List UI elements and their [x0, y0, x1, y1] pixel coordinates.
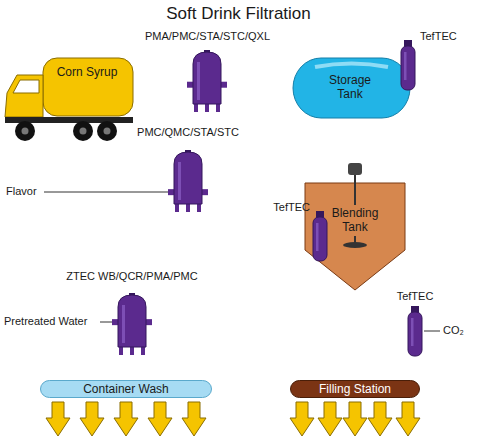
probe-filter: TefTEC: [398, 30, 470, 92]
output-arrow: [114, 402, 138, 436]
filter-housing: PMA/PMC/STA/STC/QXL: [135, 30, 280, 114]
output-arrow: [148, 402, 172, 436]
highlight: [316, 223, 319, 251]
housing-body: [118, 295, 146, 347]
cab-window: [13, 80, 39, 93]
output-arrow: [396, 402, 420, 436]
highlight: [197, 62, 200, 100]
wheel-hub: [22, 128, 29, 135]
node-shape: [312, 211, 328, 261]
node-label: Storage Tank: [320, 73, 380, 102]
truck-cab: [5, 75, 43, 117]
node-label: TefTEC: [266, 201, 310, 214]
node-label: ZTEC WB/QCR/PMA/PMC: [57, 270, 207, 283]
mixer-motor: [348, 163, 362, 175]
input-label: Flavor: [6, 185, 37, 198]
storage-tank: Storage Tank: [293, 58, 410, 118]
node-shape: [168, 150, 208, 212]
output-band: Filling Station: [290, 380, 420, 398]
node-label: Container Wash: [40, 380, 212, 398]
probe-filter: TefTEC: [266, 199, 330, 264]
wheel-hub: [104, 128, 111, 135]
output-arrow: [368, 402, 392, 436]
probe-body: [408, 312, 422, 356]
band-body: [41, 381, 212, 398]
input-label: CO₂: [443, 324, 464, 337]
node-label: Corn Syrup: [43, 65, 131, 79]
tank-body: [293, 58, 410, 118]
node-shape: [407, 306, 423, 356]
wheel: [15, 121, 35, 141]
probe-body: [313, 217, 327, 261]
node-label: Filling Station: [290, 380, 420, 398]
node-shape: [112, 293, 152, 355]
node-label: PMA/PMC/STA/STC/QXL: [135, 30, 280, 43]
output-arrow: [80, 402, 104, 436]
diagram-title: Soft Drink Filtration: [0, 4, 477, 24]
probe-filter: TefTEC: [392, 290, 438, 360]
node-label: PMC/QMC/STA/STC: [128, 126, 248, 139]
node-label: TefTEC: [420, 30, 468, 43]
wheel: [97, 121, 117, 141]
water-feed-line: [100, 322, 112, 323]
filter-housing: ZTEC WB/QCR/PMA/PMC: [57, 270, 207, 355]
band-body: [291, 381, 420, 398]
output-arrow: [318, 402, 342, 436]
co2-feed-line: [424, 331, 440, 332]
wheel: [73, 121, 93, 141]
flavor-feed-line: [44, 192, 168, 193]
output-band: Container Wash: [40, 380, 212, 398]
highlight: [122, 305, 125, 343]
node-label: TefTEC: [392, 290, 438, 303]
housing-body: [174, 152, 202, 204]
node-label: Blending Tank: [327, 205, 383, 236]
highlight: [178, 162, 181, 200]
mixer-paddle: [343, 242, 367, 248]
highlight: [404, 52, 407, 80]
filter-housing: PMC/QMC/STA/STC: [128, 126, 248, 212]
wheel-hub: [80, 128, 87, 135]
node-shape: [400, 40, 416, 90]
node-shape: [187, 50, 227, 112]
output-arrow: [343, 402, 367, 436]
output-arrow: [182, 402, 206, 436]
highlight: [411, 318, 414, 346]
tanker-body: [43, 58, 133, 116]
input-label: Pretreated Water: [4, 315, 87, 328]
truck-tank: Corn Syrup: [3, 55, 133, 143]
probe-body: [401, 46, 415, 90]
highlight: [315, 64, 388, 68]
output-arrow: [46, 402, 70, 436]
housing-body: [193, 52, 221, 104]
output-arrow: [290, 402, 314, 436]
